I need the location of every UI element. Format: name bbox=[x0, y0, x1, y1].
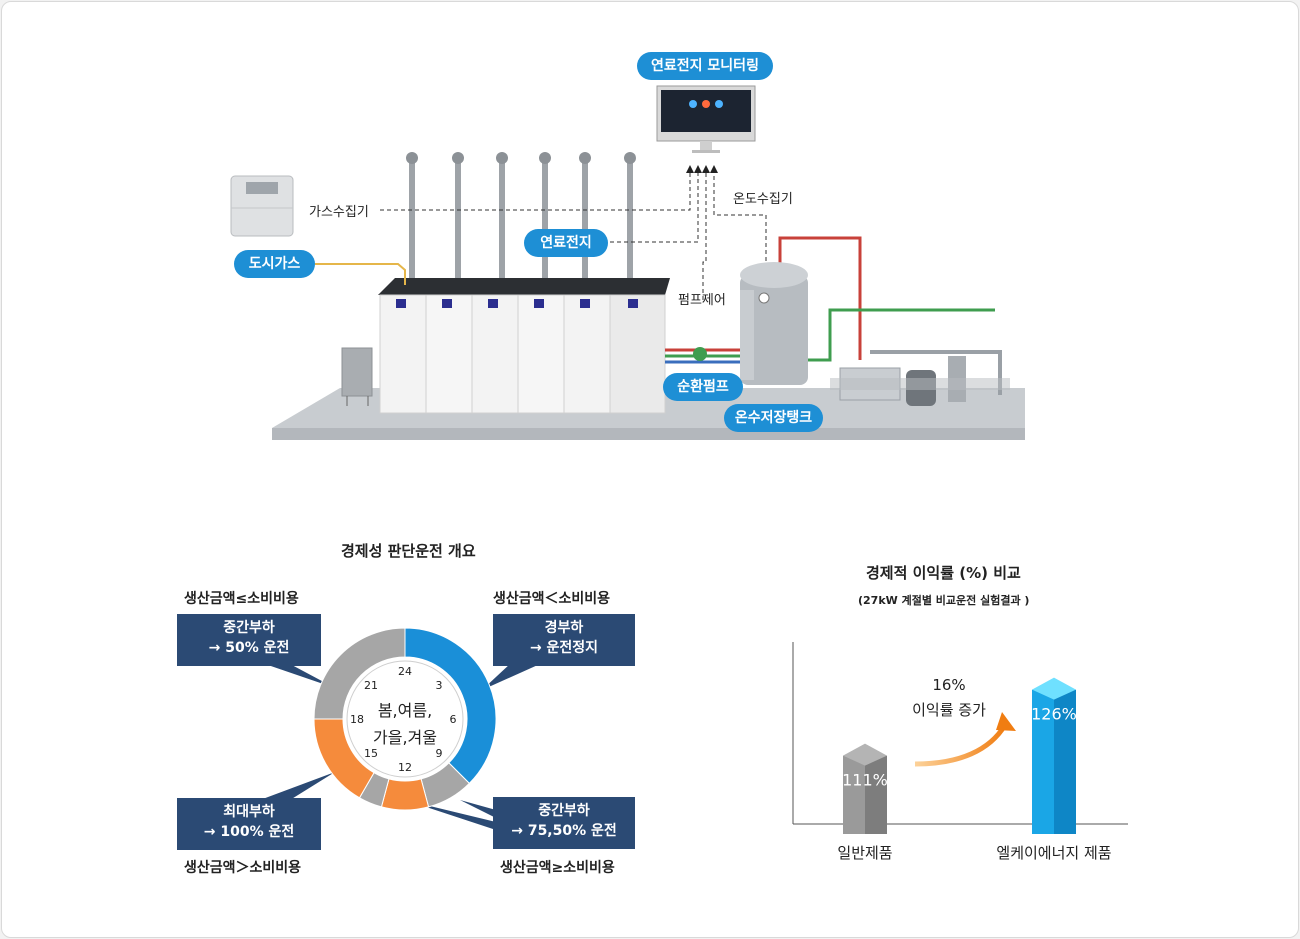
pointer-bottom-left bbox=[260, 772, 335, 800]
increase-arrowhead bbox=[996, 712, 1016, 731]
bar-2-side bbox=[1054, 689, 1076, 834]
callout-bottom-right-line1: 중간부하 bbox=[538, 803, 590, 819]
ring-segment-max-load-11-13 bbox=[380, 778, 430, 811]
callout-bottom-right: 중간부하 → 75,50% 운전 bbox=[493, 797, 635, 849]
ring-center-line2: 가을,겨울 bbox=[373, 728, 437, 747]
pointer-top-left bbox=[265, 664, 335, 688]
fuel-cell-badge: 연료전지 bbox=[524, 229, 608, 257]
chart-subtitle: (27kW 계절별 비교운전 실험결과 ) bbox=[858, 594, 1030, 607]
condition-top-right: 생산금액＜소비비용 bbox=[493, 591, 611, 607]
condition-bottom-right: 생산금액≥소비비용 bbox=[500, 860, 615, 876]
pointer-top-right bbox=[482, 664, 540, 690]
monitor-icon bbox=[656, 85, 756, 153]
pump-control-label: 펌프제어 bbox=[678, 293, 726, 308]
callout-bottom-left: 최대부하 → 100% 운전 bbox=[177, 798, 321, 850]
callout-top-right-line2: → 운전정지 bbox=[529, 640, 599, 656]
heat-exchanger-equipment bbox=[830, 350, 1010, 406]
category-label-2: 엘케이에너지 제품 bbox=[996, 844, 1111, 862]
hour-label-9: 9 bbox=[435, 747, 442, 760]
signal-lines bbox=[380, 172, 767, 300]
hour-label-18: 18 bbox=[350, 713, 364, 726]
condition-bottom-left: 생산금액＞소비비용 bbox=[184, 860, 302, 876]
system-illustration bbox=[230, 85, 1025, 440]
category-label-1: 일반제품 bbox=[837, 844, 892, 862]
hot-water-tank-badge: 온수저장탱크 bbox=[724, 404, 823, 432]
pointer-bottom-right-2 bbox=[460, 800, 496, 818]
chart-title: 경제적 이익률 (%) 비교 bbox=[866, 564, 1021, 582]
callout-top-left-line2: → 50% 운전 bbox=[208, 640, 290, 656]
fuel-cell-units bbox=[378, 278, 670, 414]
callout-top-right-line1: 경부하 bbox=[544, 620, 584, 636]
annotation-line2: 이익률 증가 bbox=[912, 701, 986, 719]
city-gas-badge: 도시가스 bbox=[234, 250, 315, 278]
bar-2-top bbox=[1032, 677, 1076, 700]
callout-bottom-left-line2: → 100% 운전 bbox=[203, 824, 295, 840]
profit-bar-chart: 111% 일반제품 126% 엘케이에너지 제품 16% 이익률 증가 bbox=[792, 642, 1128, 862]
temperature-collector-label: 온도수집기 bbox=[733, 192, 793, 207]
callout-bottom-right-line2: → 75,50% 운전 bbox=[511, 823, 617, 839]
hour-label-24: 24 bbox=[398, 665, 412, 678]
bar-1-top bbox=[843, 743, 887, 766]
increase-arrow bbox=[914, 723, 1008, 767]
operation-title: 경제성 판단운전 개요 bbox=[341, 542, 476, 560]
hour-label-21: 21 bbox=[364, 679, 378, 692]
circulation-pump-badge: 순환펌프 bbox=[663, 373, 743, 401]
hour-label-15: 15 bbox=[364, 747, 378, 760]
ring-center-line1: 봄,여름, bbox=[378, 701, 432, 720]
hour-label-6: 6 bbox=[450, 713, 457, 726]
water-pipes bbox=[665, 236, 995, 364]
callout-top-left-line1: 중간부하 bbox=[223, 620, 275, 636]
condition-top-left: 생산금액≤소비비용 bbox=[184, 591, 299, 607]
gas-collector-label: 가스수집기 bbox=[309, 205, 369, 220]
exhaust-pipes bbox=[409, 160, 633, 285]
bar-1-side bbox=[865, 755, 887, 834]
bar-2-front bbox=[1032, 689, 1054, 834]
hour-label-12: 12 bbox=[398, 761, 412, 774]
gas-meter-icon bbox=[230, 175, 294, 237]
callout-top-right: 경부하 → 운전정지 bbox=[493, 614, 635, 666]
control-cabinet-icon bbox=[341, 347, 373, 406]
bar-2-value-label: 126% bbox=[1031, 705, 1077, 724]
annotation-line1: 16% bbox=[932, 676, 965, 694]
hot-water-tank-icon bbox=[740, 262, 808, 385]
bar-1-value-label: 111% bbox=[842, 771, 888, 790]
hour-label-3: 3 bbox=[435, 679, 442, 692]
callout-top-left: 중간부하 → 50% 운전 bbox=[177, 614, 321, 666]
fuel-cell-monitoring-badge: 연료전지 모니터링 bbox=[637, 52, 773, 80]
callout-bottom-left-line1: 최대부하 bbox=[223, 804, 275, 820]
bar-1-front bbox=[843, 755, 865, 834]
